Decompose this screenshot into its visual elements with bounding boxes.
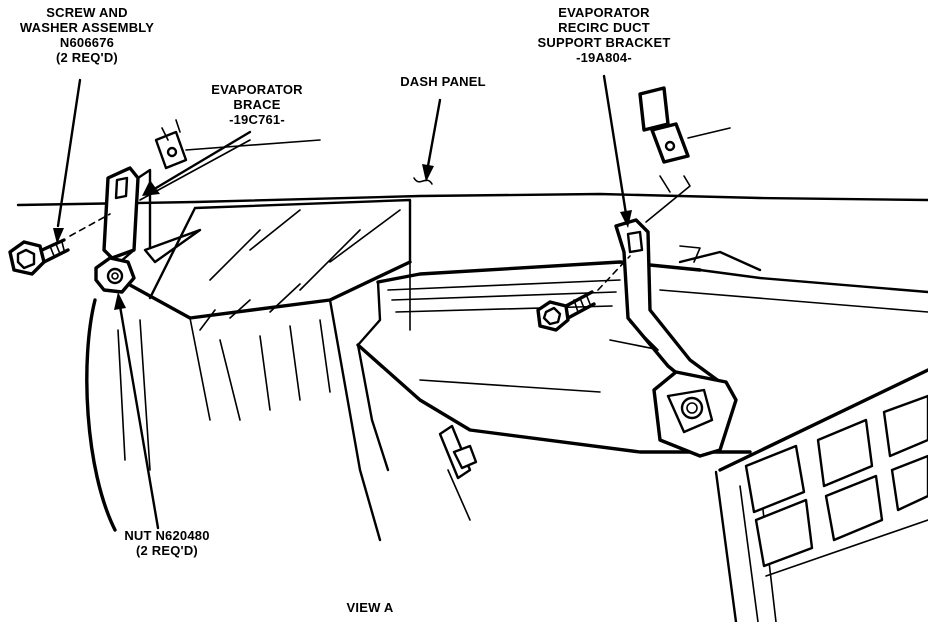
evaporator-brace [102,119,251,264]
label-screw-line-2: WASHER ASSEMBLY [19,20,155,35]
label-view-a: VIEW A [334,600,406,615]
upper-right-clip [638,86,690,164]
label-recirc-support-bracket: EVAPORATOR RECIRC DUCT SUPPORT BRACKET -… [518,5,690,65]
label-nut-line-1: NUT N620480 [124,528,210,543]
label-recirc-line-3: SUPPORT BRACKET [537,35,671,50]
label-nut-line-2: (2 REQ'D) [136,543,198,558]
label-recirc-line-2: RECIRC DUCT [558,20,650,35]
label-nut: NUT N620480 (2 REQ'D) [108,528,226,558]
screw-left [8,213,111,276]
label-brace-line-1: EVAPORATOR [211,82,303,97]
label-recirc-line-1: EVAPORATOR [558,5,650,20]
label-view-line-1: VIEW A [346,600,394,615]
evaporator-case-left [85,198,412,542]
recirc-duct-housing [356,245,928,472]
label-screw-washer-assembly: SCREW AND WASHER ASSEMBLY N606676 (2 REQ… [8,5,166,65]
label-recirc-line-4: -19A804- [576,50,632,65]
label-brace-line-3: -19C761- [229,112,285,127]
nut-left [94,256,136,294]
leader-arrows [53,74,632,530]
label-screw-line-3: N606676 [59,35,115,50]
label-dash-panel: DASH PANEL [388,74,498,89]
recirc-support-bracket [614,175,738,458]
label-brace-line-2: BRACE [233,97,281,112]
label-screw-line-4: (2 REQ'D) [56,50,118,65]
blower-grille [714,368,928,622]
label-evaporator-brace: EVAPORATOR BRACE -19C761- [196,82,318,127]
screw-right [536,255,631,332]
label-dash-line-1: DASH PANEL [400,74,486,89]
label-screw-line-1: SCREW AND [46,5,128,20]
dash-panel-edge [16,127,928,207]
side-clip [438,424,478,521]
